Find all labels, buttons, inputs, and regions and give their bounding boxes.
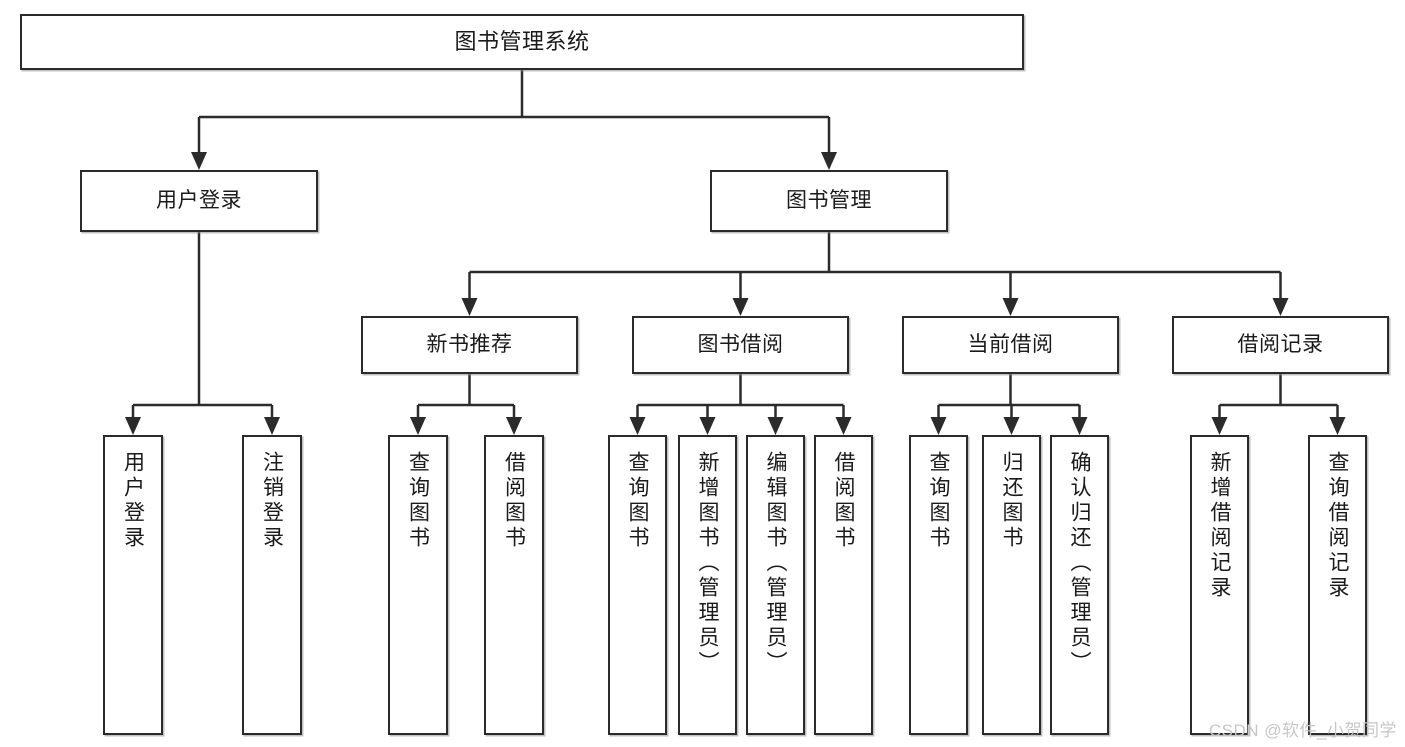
node-leaf13[interactable]: 查询借阅记录 [1308,435,1367,735]
edge-l1b-to-l2c-head [1002,298,1019,316]
node-leaf10[interactable]: 归还图书 [982,435,1041,735]
edge-l2c-to-leaf10-head [1003,417,1020,435]
edge-l2a-to-leaf4-head [506,417,522,435]
node-label: 用户登录 [156,189,242,213]
node-leaf4[interactable]: 借阅图书 [484,435,544,735]
node-l2b[interactable]: 图书借阅 [632,316,849,374]
node-label: 当前借阅 [967,333,1054,357]
node-label: 图书管理 [786,189,872,213]
edge-l1a-to-leaf2-head [264,417,280,435]
edge-l1a-to-leaf1-head [125,417,141,435]
edge-l1b-to-l2b-head [732,298,749,316]
edge-l2b-to-leaf8-head [835,417,852,435]
node-l2d[interactable]: 借阅记录 [1172,316,1389,374]
node-label: 图书管理系统 [454,28,590,54]
csdn-watermark: CSDN @软件_小贺同学 [1208,721,1397,740]
node-label: 查询图书 [927,451,950,551]
node-label: 查询图书 [406,451,430,551]
node-leaf3[interactable]: 查询图书 [388,435,448,735]
edge-l2a-to-leaf3-head [410,417,426,435]
edge-l1b-to-l2d-head [1272,298,1289,316]
node-leaf6[interactable]: 新增图书（管理员） [678,435,737,735]
node-leaf2[interactable]: 注销登录 [242,435,302,735]
node-l1a[interactable]: 用户登录 [80,170,318,232]
node-l2a[interactable]: 新书推荐 [361,316,578,374]
node-leaf11[interactable]: 确认归还（管理员） [1050,435,1109,735]
node-label: 用户登录 [121,451,145,551]
edge-l2d-to-leaf13-head [1329,417,1346,435]
node-l2c[interactable]: 当前借阅 [902,316,1119,374]
node-label: 借阅图书 [502,451,526,551]
node-leaf1[interactable]: 用户登录 [103,435,163,735]
node-label: 新书推荐 [426,333,513,357]
node-label: 注销登录 [260,451,284,551]
edge-root-to-l1b-head [821,152,837,170]
node-label: 确认归还（管理员） [1068,451,1091,676]
edge-l2b-to-leaf5-head [629,417,646,435]
node-l1b[interactable]: 图书管理 [710,170,948,232]
edge-l2d-to-leaf12-head [1211,417,1228,435]
node-label: 图书借阅 [697,333,784,357]
node-leaf8[interactable]: 借阅图书 [814,435,873,735]
node-leaf5[interactable]: 查询图书 [608,435,667,735]
node-label: 查询图书 [626,451,649,551]
node-label: 查询借阅记录 [1326,451,1349,601]
edge-l2b-to-leaf7-head [767,417,784,435]
node-label: 借阅记录 [1237,333,1324,357]
node-label: 新增借阅记录 [1208,451,1231,601]
node-label: 编辑图书（管理员） [764,451,787,676]
node-leaf9[interactable]: 查询图书 [909,435,968,735]
node-root[interactable]: 图书管理系统 [20,14,1024,70]
node-leaf12[interactable]: 新增借阅记录 [1190,435,1249,735]
node-label: 归还图书 [1000,451,1023,551]
node-label: 新增图书（管理员） [696,451,719,676]
node-label: 借阅图书 [832,451,855,551]
edge-l2c-to-leaf11-head [1071,417,1088,435]
node-leaf7[interactable]: 编辑图书（管理员） [746,435,805,735]
edge-root-to-l1a-head [191,152,207,170]
edge-l2c-to-leaf9-head [930,417,947,435]
edge-l2b-to-leaf6-head [699,417,716,435]
edge-l1b-to-l2a-head [461,298,478,316]
